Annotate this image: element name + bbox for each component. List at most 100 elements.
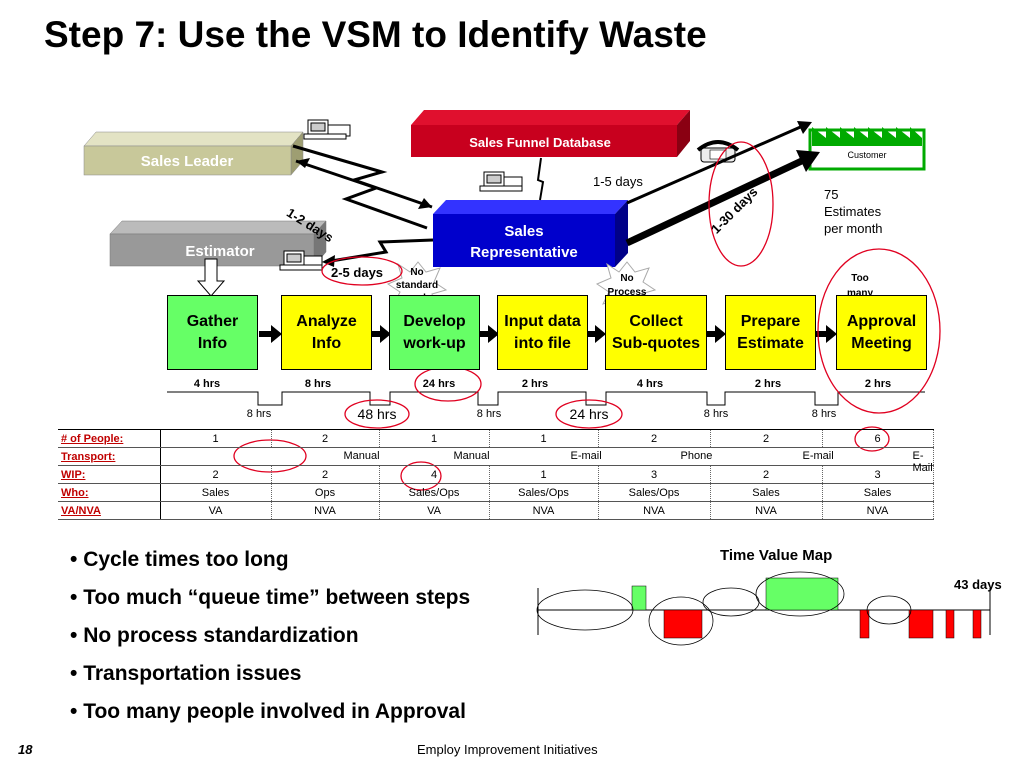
customer-icon: Customer [808,127,926,171]
table-cell: E-Mail [912,450,933,474]
table-cell: Phone [680,450,713,462]
table-cell: Ops [271,483,380,502]
table-cell: 4 [379,465,490,484]
sales-rep-label-1: Sales [504,223,543,240]
process-gather-info: Gather Info [167,295,258,370]
table-cell: NVA [710,501,823,520]
sales-leader-box: Sales Leader [83,131,304,176]
list-item-text: Cycle times too long [83,548,289,571]
row-label: # of People: [58,429,161,448]
list-item-text: Too many people involved in Approval [83,700,466,723]
table-cell: 2 [598,429,711,448]
row-label: VA/NVA [58,501,161,520]
table-cell: 3 [822,465,934,484]
table-cell: NVA [822,501,934,520]
no-process-label: No Process [607,273,647,298]
table-cell: Manual [343,450,380,462]
database-box: Sales Funnel Database [411,110,690,157]
table-cell: 2 [160,465,272,484]
process-arrows [259,325,837,343]
list-item-text: No process standardization [83,624,359,647]
list-item: • Cycle times too long [70,548,289,571]
process-develop-work-up: Develop work-up [389,295,480,370]
row-label: Who: [58,483,161,502]
table-cell: Sales/Ops [489,483,599,502]
list-item: • Transportation issues [70,662,302,685]
process-data-table: # of People: 1 2 1 1 2 2 6 Transport: Ma… [58,429,934,520]
table-cell: 1 [489,465,599,484]
estimator-label: Estimator [185,243,254,260]
table-row: VA/NVA VA NVA VA NVA NVA NVA NVA [58,501,934,520]
sales-leader-label: Sales Leader [141,153,234,170]
list-item: • Too many people involved in Approval [70,700,466,723]
table-cell: 6 [822,429,934,448]
time-value-map-title: Time Value Map [720,547,833,564]
process-analyze-info: Analyze Info [281,295,372,370]
one-five-days-label: 1-5 days [593,174,643,189]
footer-text: Employ Improvement Initiatives [417,742,598,757]
computer-icon [479,171,523,192]
computer-icon [303,119,351,140]
table-cell: VA [160,501,272,520]
table-cell: NVA [271,501,380,520]
table-cell: E-mail [570,450,602,462]
page-number: 18 [18,742,33,757]
wait-time: 8 hrs [476,408,502,420]
transport-cell: Manual Manual E-mail Phone E-mail E-Mail [160,447,934,474]
process-time: 8 hrs [304,378,332,390]
wait-time: 24 hrs [569,406,609,422]
process-time: 2 hrs [754,378,782,390]
process-approval-meeting: Approval Meeting [836,295,927,370]
table-cell: Manual [453,450,490,462]
estimates-label: 75 Estimates per month [824,187,883,236]
process-time: 2 hrs [521,378,549,390]
wait-time: 8 hrs [811,408,837,420]
table-cell: VA [379,501,490,520]
table-row: Transport: Manual Manual E-mail Phone E-… [58,447,934,474]
table-cell: Sales [822,483,934,502]
two-five-days-label: 2-5 days [331,265,384,280]
table-row: # of People: 1 2 1 1 2 2 6 [58,429,934,448]
table-cell: Sales [710,483,823,502]
table-cell: 2 [710,429,823,448]
electronic-link-arrow [292,144,433,209]
process-time: 2 hrs [864,378,892,390]
table-cell: 2 [271,429,380,448]
table-cell: E-mail [802,450,834,462]
row-label: WIP: [58,465,161,484]
timeline-ladder [167,391,925,406]
page-title: Step 7: Use the VSM to Identify Waste [44,14,707,55]
findings-list: • Cycle times too long • Too much “queue… [70,541,470,731]
wait-time: 8 hrs [246,408,272,420]
table-cell: 1 [489,429,599,448]
table-cell: 3 [598,465,711,484]
table-row: WIP: 2 2 4 1 3 2 3 [58,465,934,484]
process-time: 4 hrs [636,378,664,390]
table-cell: 2 [710,465,823,484]
sales-rep-label-2: Representative [470,244,578,261]
customer-label: Customer [847,150,886,160]
process-time: 4 hrs [193,378,221,390]
table-cell: Sales/Ops [379,483,490,502]
row-label: Transport: [58,447,161,466]
time-value-map [536,571,991,646]
table-cell: 2 [271,465,380,484]
computer-icon [279,250,323,271]
table-cell: 1 [379,429,490,448]
database-label: Sales Funnel Database [469,135,611,150]
list-item-text: Too much “queue time” between steps [83,586,471,609]
quote-push-arrow [625,154,810,247]
table-cell: Sales [160,483,272,502]
down-arrow [196,258,226,297]
process-time: 24 hrs [422,378,456,390]
list-item: • No process standardization [70,624,359,647]
sales-rep-box: Sales Representative [433,200,628,267]
table-cell: 1 [160,429,272,448]
list-item-text: Transportation issues [83,662,302,685]
table-row: Who: Sales Ops Sales/Ops Sales/Ops Sales… [58,483,934,502]
table-cell: NVA [489,501,599,520]
process-collect-sub-quotes: Collect Sub-quotes [605,295,707,370]
wait-time: 8 hrs [703,408,729,420]
total-days-label: 43 days [954,577,1002,592]
